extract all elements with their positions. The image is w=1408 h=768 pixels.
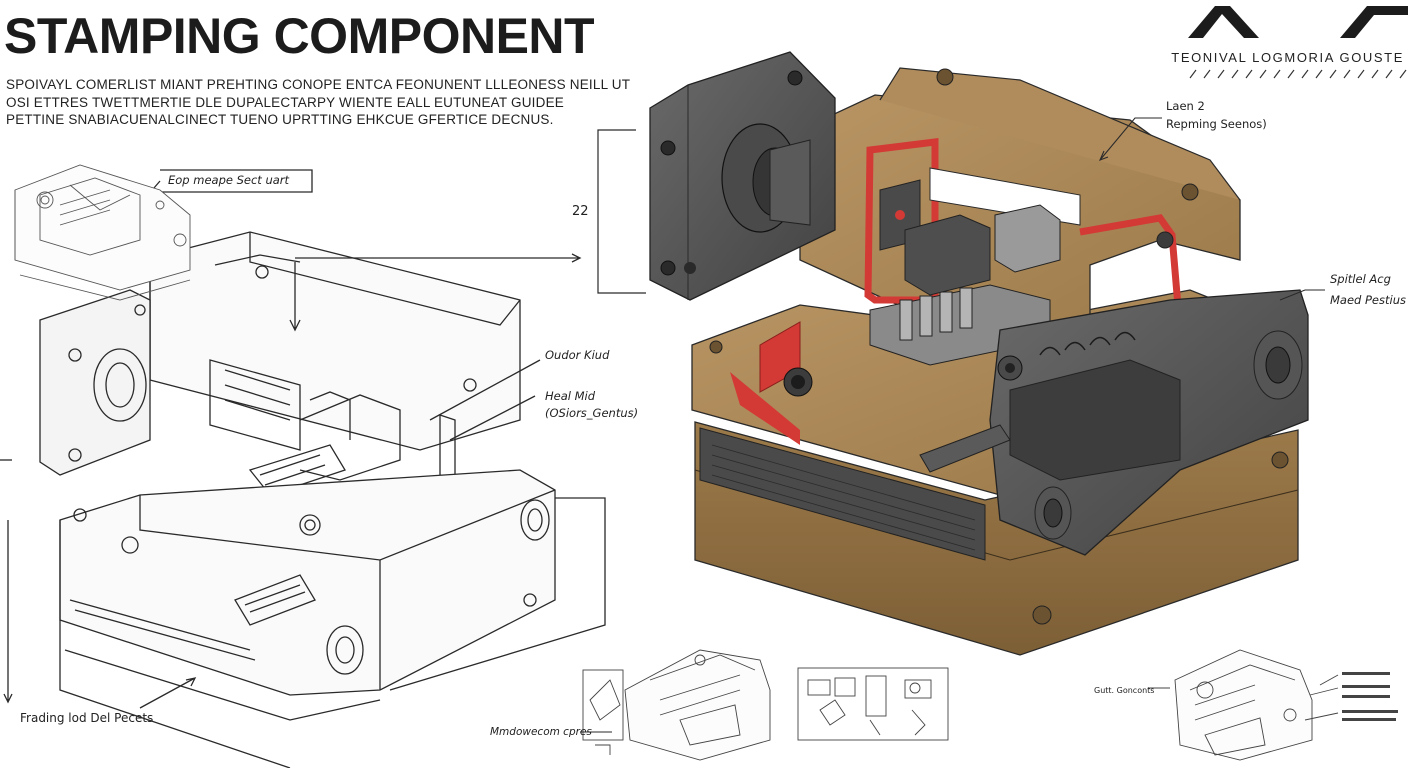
label-head-line1: Heal Mid: [545, 389, 596, 403]
description-line-3: PETTINE SNABIACUENALCINECT TUENO UPRTTIN…: [6, 112, 554, 127]
thumbnail-right-annotations: [1342, 672, 1398, 721]
brand-chevron-icon-left: [1188, 6, 1259, 38]
thumbnail-bottom-middle: [582, 649, 771, 761]
dimension-value: 22: [572, 204, 589, 219]
label-right-line2: Maed Pestius: [1330, 293, 1406, 307]
label-outer: Oudor Kiud: [545, 348, 610, 362]
label-bottom: Frading lod Del Pecets: [20, 711, 154, 725]
thumbnail-bottom-right: [1148, 649, 1339, 761]
callout-leaders-right: [1098, 117, 1325, 301]
description-line-2: OSI ETTRES TWETTMERTIE DLE DUPALECTARPY …: [6, 94, 564, 110]
page-title: STAMPING COMPONENT: [4, 8, 595, 64]
dimension-bracket: [597, 129, 646, 294]
exploded-line-drawing: [0, 169, 606, 768]
label-exploded-top: Eop meape Sect uart: [168, 173, 290, 187]
description-block: SPOIVAYL COMERLIST MIANT PREHTING CONOPE…: [6, 76, 630, 129]
thumbnail-sketch-top-left: [14, 164, 191, 301]
brand-chevron-icon-right: [1340, 6, 1408, 38]
label-head-line2: (OSiors_Gentus): [545, 406, 639, 420]
label-right-line1: Spitlel Acg: [1330, 272, 1391, 286]
logo-hatch-rule: [1189, 69, 1407, 79]
rendered-component: [649, 51, 1309, 656]
logo-text: TEONIVAL LOGMORIA GOUSTE: [1171, 50, 1404, 65]
label-small-caption: Gutt. Gonconts: [1094, 686, 1155, 695]
label-thumbnail-caption: Mmdowecom cpres: [490, 726, 592, 738]
description-line-1: SPOIVAYL COMERLIST MIANT PREHTING CONOPE…: [6, 77, 631, 92]
thumbnail-parts-strip: [797, 667, 949, 741]
label-top-right-line2: Repming Seenos): [1166, 117, 1267, 131]
label-top-right-line1: Laen 2: [1166, 99, 1205, 113]
